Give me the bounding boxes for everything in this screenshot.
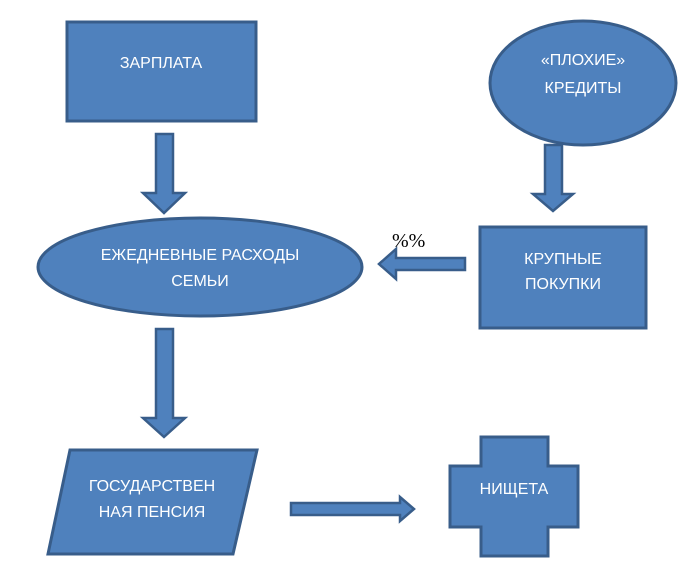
bad-credits-ellipse xyxy=(488,19,678,147)
node-bad-credits: «ПЛОХИЕ» КРЕДИТЫ xyxy=(488,19,678,147)
node-poverty: НИЩЕТА xyxy=(448,435,580,558)
arrow-down-expenses-to-pension xyxy=(139,327,189,439)
big-purchases-rectangle xyxy=(478,225,648,330)
salary-label: ЗАРПЛАТА xyxy=(120,55,203,72)
salary-rectangle xyxy=(65,20,258,123)
arrow-right-pension-to-poverty xyxy=(289,494,416,524)
state-pension-parallelogram xyxy=(46,448,259,556)
state-pension-label-line1: ГОСУДАРСТВЕН xyxy=(89,478,215,495)
node-big-purchases: КРУПНЫЕ ПОКУПКИ xyxy=(478,225,648,330)
node-daily-expenses: ЕЖЕДНЕВНЫЕ РАСХОДЫ СЕМЬИ xyxy=(36,216,364,318)
poverty-label: НИЩЕТА xyxy=(480,481,549,498)
state-pension-label-line2: НАЯ ПЕНСИЯ xyxy=(99,504,206,521)
daily-expenses-ellipse xyxy=(36,216,364,318)
arrow-down-salary-to-expenses xyxy=(139,132,189,215)
poverty-cross xyxy=(448,435,580,558)
bad-credits-label-line1: «ПЛОХИЕ» xyxy=(541,52,625,69)
big-purchases-label-line2: ПОКУПКИ xyxy=(525,276,601,293)
interest-percent-annotation: %% xyxy=(392,230,425,252)
daily-expenses-label-line1: ЕЖЕДНЕВНЫЕ РАСХОДЫ xyxy=(101,247,300,264)
arrow-left-purchases-to-expenses xyxy=(377,246,467,282)
bad-credits-label-line2: КРЕДИТЫ xyxy=(545,80,622,97)
big-purchases-label-line1: КРУПНЫЕ xyxy=(524,251,602,268)
node-state-pension: ГОСУДАРСТВЕН НАЯ ПЕНСИЯ xyxy=(46,448,259,556)
node-salary: ЗАРПЛАТА xyxy=(65,20,258,123)
arrow-down-credits-to-purchases xyxy=(529,143,577,213)
daily-expenses-label-line2: СЕМЬИ xyxy=(171,273,229,290)
